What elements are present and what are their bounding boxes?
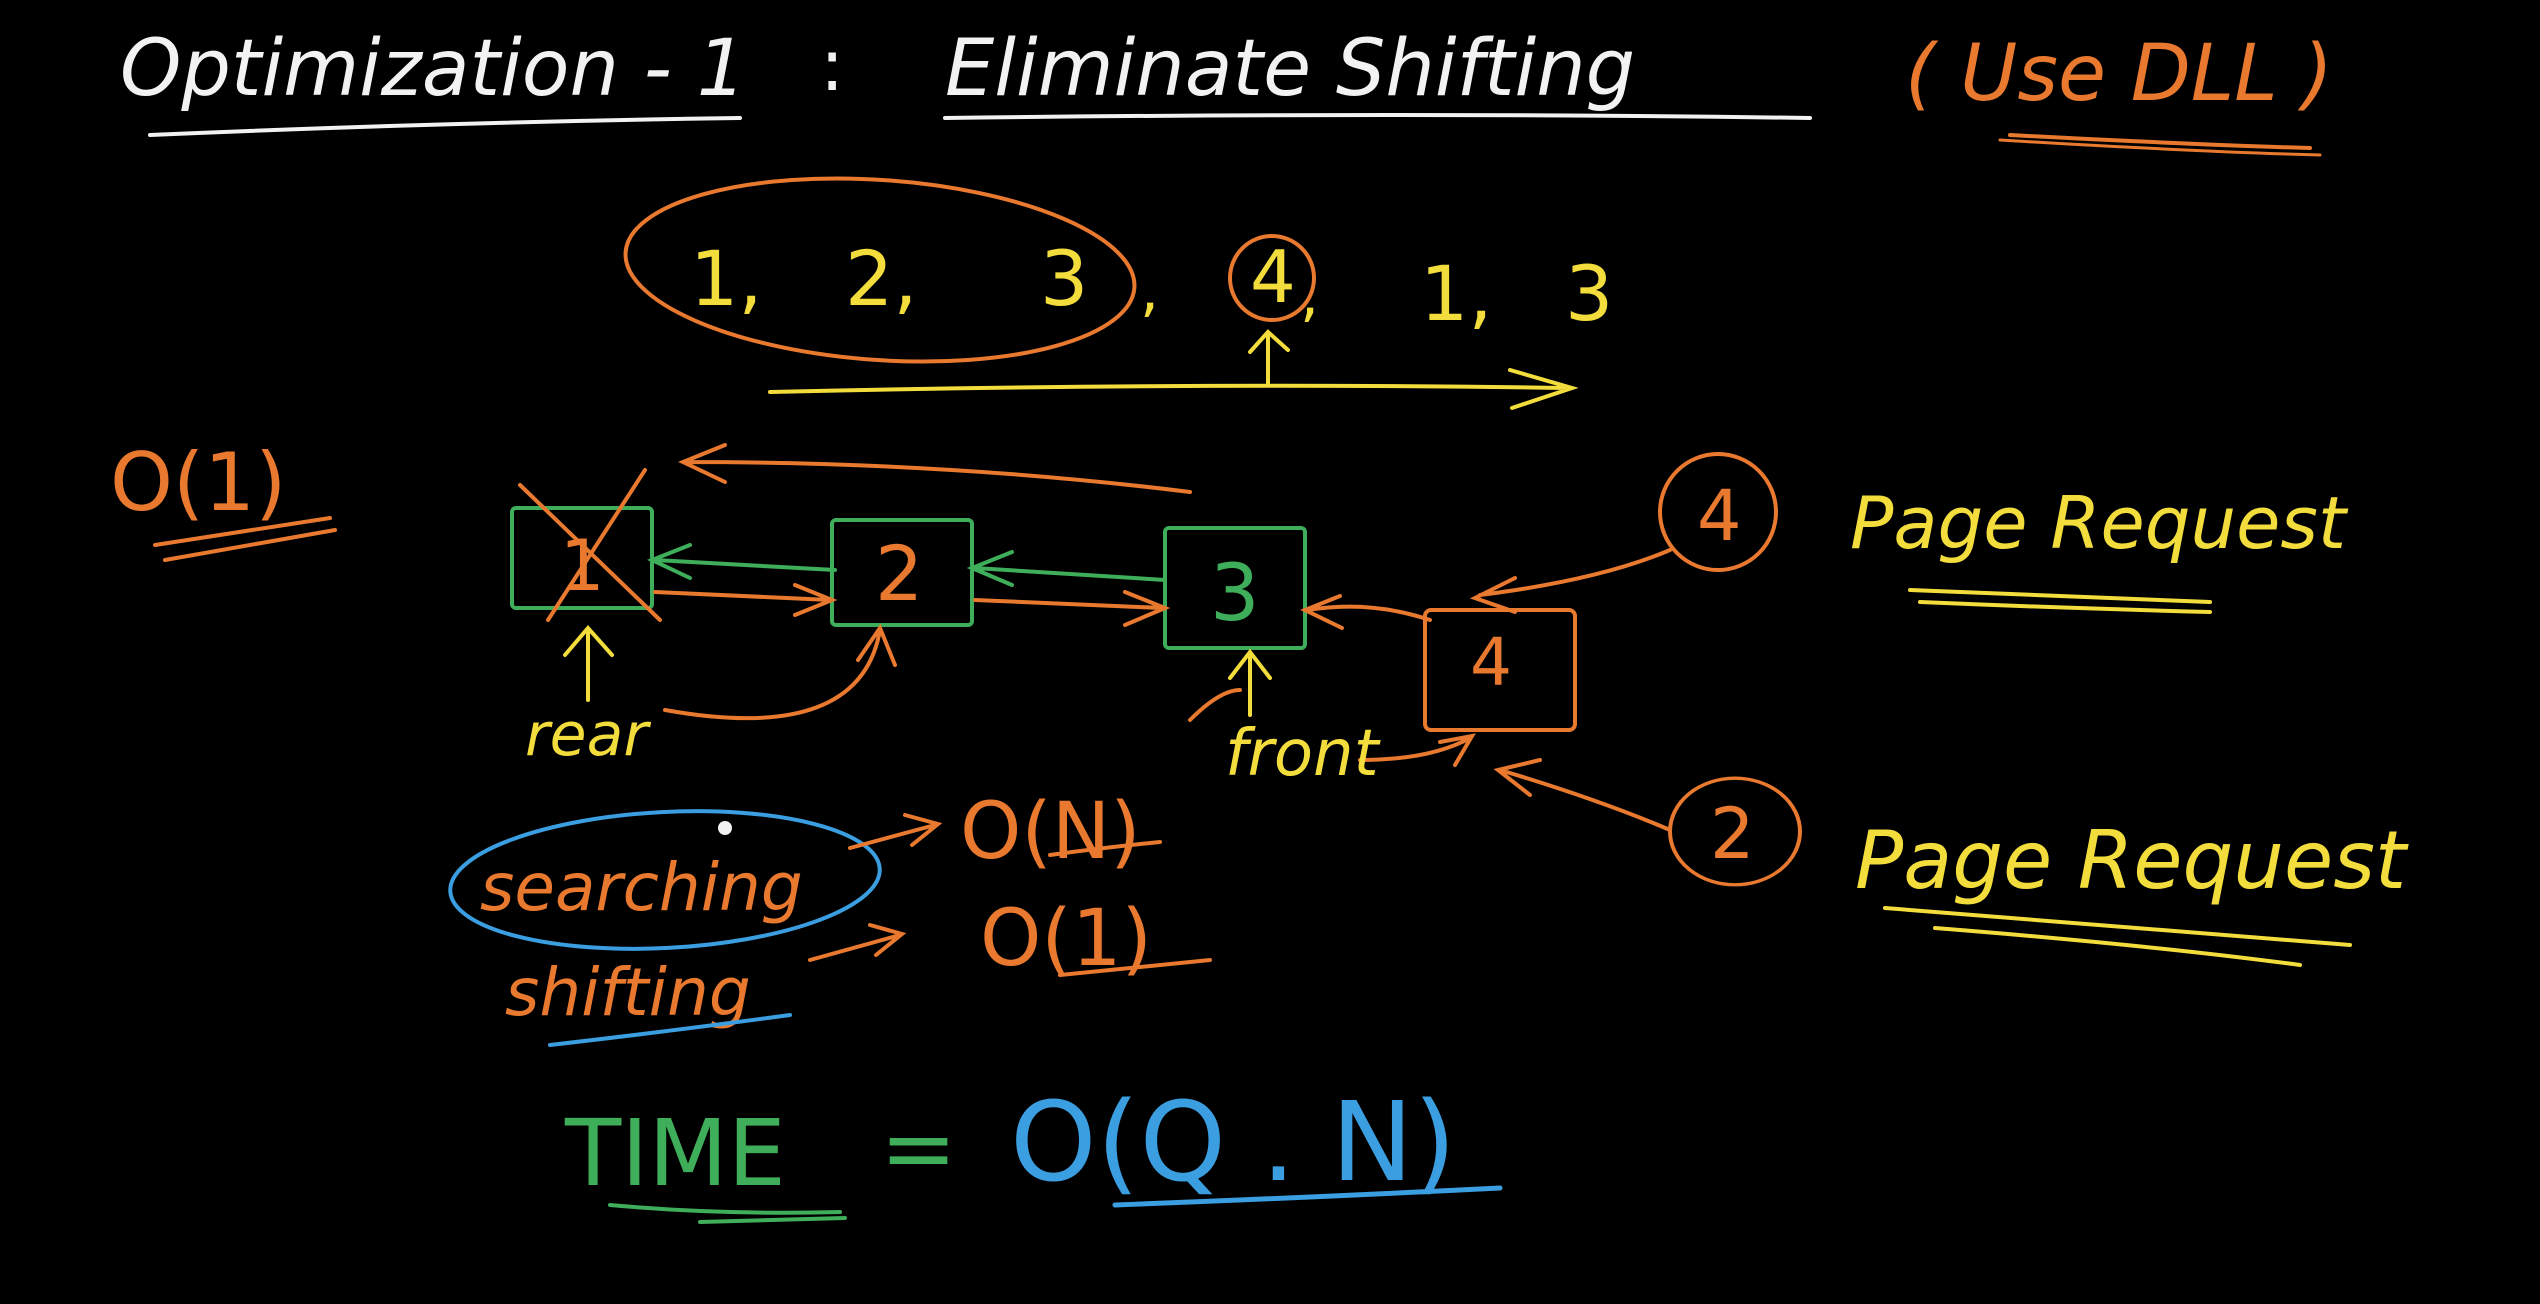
request-label-1-underline (1908, 588, 2212, 614)
link-2-to-1 (646, 543, 837, 580)
operations: searching O(N) shifting O(1) (448, 787, 1212, 1047)
request-page-4: 4 (1697, 475, 1742, 557)
request-sequence: 1, 2, 3 , 4 , 1, 3 (623, 176, 1613, 410)
link-3-to-2 (966, 550, 1167, 587)
request-2-arrow (1493, 758, 1672, 832)
complexity-left: O(1) (110, 436, 286, 529)
list-node-4-value: 4 (1470, 624, 1512, 701)
title-left-underline (148, 116, 742, 137)
list-node-3 (1163, 526, 1307, 650)
link-2-to-3 (973, 590, 1171, 627)
op-searching-arrow (848, 813, 943, 850)
op-searching: searching (480, 849, 803, 926)
title-group: Optimization - 1 : Eliminate Shifting ( … (120, 23, 2333, 157)
seq-item-7: 3 (1565, 249, 1613, 338)
list-node-2 (830, 518, 974, 627)
seq-item-5: , (1300, 260, 1319, 330)
front-to-4-curve (1188, 688, 1476, 767)
op-shifting-arrow (808, 923, 907, 962)
pen-cursor (718, 821, 732, 835)
seq-item-1: 2, (845, 234, 918, 323)
sequence-window-oval (623, 176, 1137, 364)
complexity-left-group: O(1) (110, 436, 337, 562)
time-expr-underline (1112, 1185, 1503, 1208)
page-requests: 4 Page Request 2 Page Request (1469, 452, 2409, 967)
request-page-2: 2 (1710, 793, 1755, 875)
node-1-cross (518, 468, 662, 622)
front-pointer-arrow (1228, 648, 1272, 717)
time-label: TIME (564, 1100, 786, 1207)
seq-item-6: 1, (1420, 249, 1493, 338)
title-right: Eliminate Shifting (945, 24, 1635, 114)
op-shifting-underline (548, 1013, 792, 1047)
op-shifting: shifting (505, 954, 751, 1031)
title-note: ( Use DLL ) (1905, 29, 2333, 119)
sequence-direction-arrow (768, 368, 1579, 410)
list-node-3-value: 3 (1210, 549, 1260, 639)
seq-item-3: , (1140, 255, 1159, 325)
op-searching-cost: O(N) (960, 787, 1141, 877)
title-right-underline (943, 113, 1812, 120)
request-label-2-underline (1883, 906, 2352, 967)
rear-label: rear (525, 700, 651, 770)
time-expr: O(Q . N) (1010, 1078, 1456, 1206)
link-4-to-3 (1300, 594, 1432, 630)
backward-arrow (678, 443, 1192, 494)
title-colon: : (820, 23, 844, 107)
time-eq: = (880, 1095, 957, 1202)
seq-item-4: 4 (1250, 235, 1296, 319)
request-label-2: Page Request (1855, 814, 2409, 907)
doubly-linked-list: 1 2 3 4 rear front (510, 443, 1577, 791)
request-4-arrow (1469, 548, 1672, 614)
link-1-to-2 (653, 583, 838, 617)
complexity-left-underline (153, 516, 337, 562)
op-shifting-cost: O(1) (980, 894, 1152, 984)
total-time: TIME = O(Q . N) (564, 1078, 1503, 1224)
list-node-2-value: 2 (875, 529, 923, 618)
request-page-4-circle (1658, 452, 1778, 572)
title-note-underline-2 (1998, 138, 2322, 157)
front-label: front (1225, 717, 1382, 791)
request-label-1: Page Request (1850, 481, 2349, 565)
list-node-4 (1423, 608, 1577, 732)
rear-pointer-arrow (563, 624, 614, 702)
seq-item-2: 3 (1040, 234, 1088, 323)
rear-move-curve (663, 623, 897, 721)
op-shifting-cost-underline (1058, 958, 1212, 977)
current-page-circle (1228, 234, 1316, 322)
current-pointer-arrow (1248, 329, 1290, 387)
title-note-underline (2008, 133, 2312, 150)
time-label-underline (608, 1203, 847, 1224)
title-left: Optimization - 1 (120, 24, 746, 114)
seq-item-0: 1, (690, 234, 763, 323)
op-searching-cost-underline (1048, 840, 1162, 857)
searching-oval (448, 809, 882, 951)
